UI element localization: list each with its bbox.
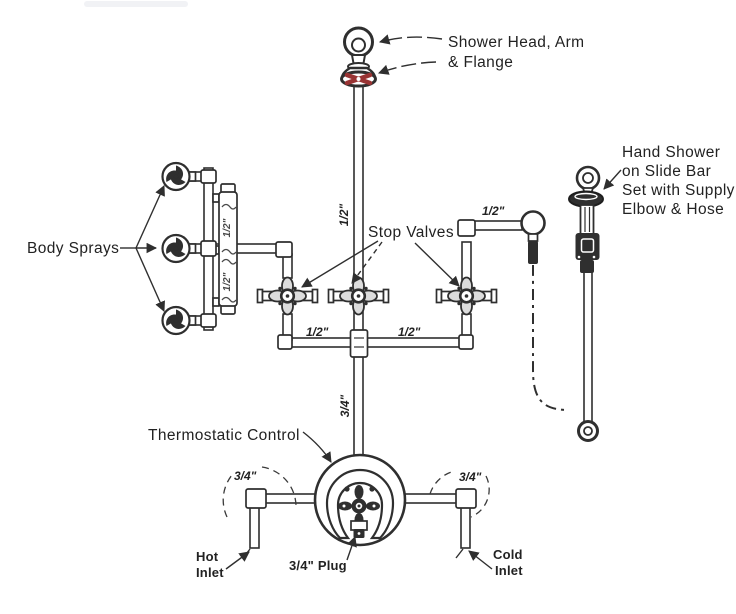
leader-plug — [346, 536, 357, 561]
manifold-left-elbow — [277, 334, 293, 350]
stop-valve-right — [435, 276, 498, 316]
leader-thermostatic — [302, 431, 332, 463]
hand-shower-handle — [579, 204, 595, 235]
label-body-sprays: Body Sprays — [27, 240, 119, 257]
hot-elbow — [245, 488, 267, 509]
arc-hot-size-left — [222, 474, 233, 518]
size-hot: 3/4" — [234, 469, 257, 483]
manifold-tee — [349, 329, 369, 358]
leader-stop-valve-right — [414, 242, 460, 287]
label-plug: 3/4" Plug — [289, 558, 347, 573]
leader-cold-inlet — [468, 550, 493, 570]
size-shower-riser: 1/2" — [337, 204, 351, 227]
left-valve-top-elbow — [275, 241, 293, 258]
label-shower-head-line2: & Flange — [448, 54, 513, 71]
label-shower-head-line1: Shower Head, Arm — [448, 34, 585, 51]
right-valve-top-elbow — [457, 219, 476, 237]
body-spray-top — [161, 161, 197, 192]
supply-elbow — [520, 210, 546, 264]
size-control-riser: 3/4" — [338, 395, 352, 418]
label-hand-shower-line2: on Slide Bar — [622, 163, 711, 180]
label-hot-line1: Hot — [196, 549, 219, 564]
size-spray-lower: 1/2" — [222, 272, 233, 291]
manifold-left-pipe — [286, 337, 357, 348]
slide-bar — [583, 271, 593, 423]
size-hand-supply: 1/2" — [482, 204, 505, 218]
arc-cold-size-left — [429, 470, 456, 495]
cold-pipe-break-tick — [455, 548, 464, 559]
stop-valve-center — [327, 276, 390, 316]
control-right-pipe — [402, 493, 459, 504]
label-stop-valves: Stop Valves — [368, 224, 454, 241]
leader-hand-shower — [603, 169, 622, 190]
size-cold: 3/4" — [459, 470, 482, 484]
label-hand-shower-line1: Hand Shower — [622, 144, 720, 161]
leader-lines — [120, 34, 622, 570]
leader-stop-valve-left — [301, 240, 379, 288]
shower-head-assembly — [340, 26, 377, 88]
bar-fitting — [580, 260, 594, 273]
control-horseshoe — [325, 468, 395, 540]
hand-shower-hose — [531, 265, 567, 411]
hand-shower-assembly — [568, 165, 604, 442]
scan-artifact — [84, 1, 188, 7]
plug-fitting — [350, 520, 368, 531]
leader-body-spray-bottom — [135, 247, 165, 312]
label-cold-line2: Inlet — [495, 563, 523, 578]
size-manifold-left: 1/2" — [306, 325, 329, 339]
flange-inner — [351, 37, 366, 53]
control-stem — [338, 485, 380, 527]
control-left-pipe — [264, 493, 319, 504]
leader-hot-inlet — [225, 551, 250, 570]
leader-shower-head-2 — [378, 61, 437, 75]
leader-shower-head-1 — [378, 34, 443, 45]
manifold-right-pipe — [362, 337, 464, 348]
label-hot-line2: Inlet — [196, 565, 224, 580]
leader-body-spray-top — [135, 185, 165, 249]
size-manifold-right: 1/2" — [398, 325, 421, 339]
thermostatic-control-valve — [313, 453, 407, 547]
label-thermostatic-control: Thermostatic Control — [148, 427, 300, 444]
size-spray-upper: 1/2" — [222, 218, 233, 237]
cold-inlet-pipe — [460, 506, 471, 549]
arc-hot-size-right — [261, 466, 297, 508]
manifold-right-elbow — [458, 334, 474, 350]
spray-top-elbow — [200, 169, 217, 184]
body-spray-bottom — [161, 305, 197, 336]
right-valve-top-pipe — [461, 241, 472, 281]
spray-manifold-body — [218, 191, 238, 307]
shower-head-spray-x — [344, 72, 373, 86]
spray-mid-tee — [200, 240, 217, 257]
cold-elbow — [455, 488, 477, 509]
fittings — [200, 169, 477, 509]
control-riser-pipe — [353, 355, 364, 463]
arc-cold-size-right — [470, 475, 490, 518]
body-spray-middle — [161, 233, 197, 264]
hand-shower-supply-pipe — [473, 220, 523, 231]
spray-bottom-elbow — [200, 313, 217, 328]
pipe-break-marks — [221, 203, 237, 303]
label-hand-shower-line3: Set with Supply — [622, 182, 735, 199]
label-hand-shower-line4: Elbow & Hose — [622, 201, 724, 218]
label-cold-line1: Cold — [493, 547, 523, 562]
hot-inlet-pipe — [249, 506, 260, 549]
